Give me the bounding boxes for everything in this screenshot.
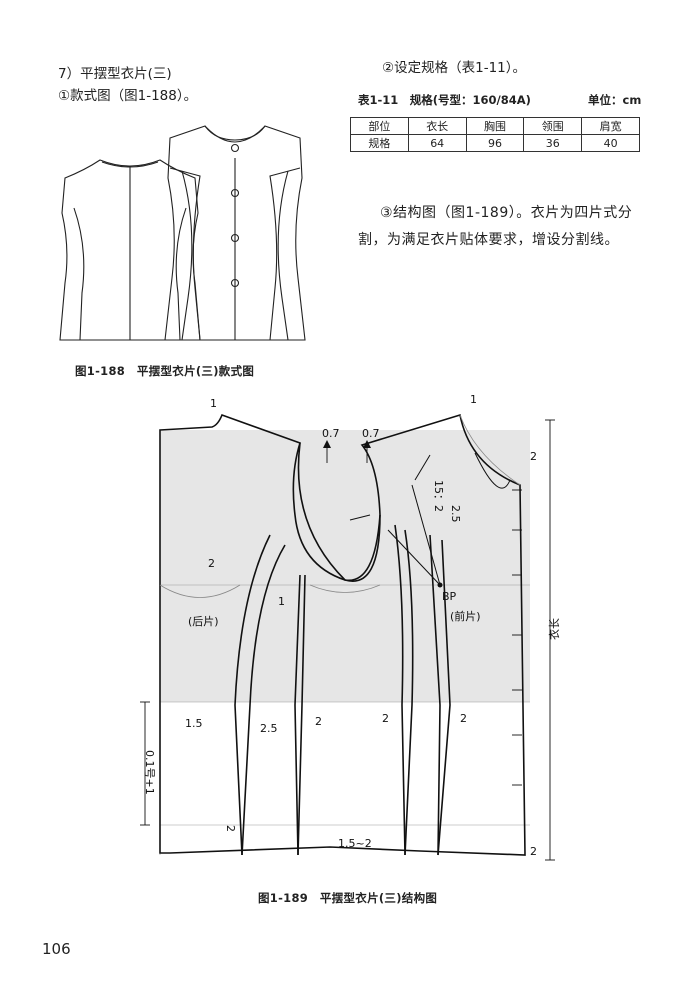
back-piece-label: (后片): [188, 615, 219, 628]
table-header-cell: 胸围: [465, 117, 525, 135]
table-title: 表1-11 规格(号型：160/84A): [358, 93, 531, 107]
arrow-up-icon: [363, 440, 371, 448]
figure-189-caption: 图1-189 平摆型衣片(三)结构图: [258, 891, 438, 905]
back-view-garment: [59, 159, 201, 341]
rise-left-label: 0.7: [322, 427, 340, 440]
page-number: 106: [42, 940, 71, 958]
back-seam-label-1: 1: [278, 595, 285, 608]
table-header-cell: 衣长: [407, 117, 467, 135]
table-cell: 36: [523, 134, 583, 152]
button-icon: [230, 233, 240, 243]
button-icon: [230, 278, 240, 288]
spec-heading: ②设定规格（表1-11）。: [382, 60, 526, 76]
hem-label-1-5-2: 1.5~2: [338, 837, 372, 850]
hip-measure-label: 0.1号+1: [143, 750, 156, 795]
table-row: 规格 64 96 36 40: [350, 134, 640, 152]
hem-label-2a: 2: [315, 715, 322, 728]
front-buttons: [230, 143, 240, 288]
table-unit: 单位：cm: [588, 93, 642, 107]
table-header-cell: 领围: [523, 117, 583, 135]
figure-188-caption: 图1-188 平摆型衣片(三)款式图: [75, 364, 255, 378]
spec-table: 部位 衣长 胸围 领围 肩宽 规格 64 96 36 40: [350, 117, 640, 152]
hem-label-2-5: 2.5: [260, 722, 278, 735]
style-drawing-label: ①款式图（图1-188）。: [58, 88, 198, 104]
table-cell: 96: [465, 134, 525, 152]
hem-label-2d: 2: [224, 825, 237, 832]
length-label: 衣长: [547, 618, 561, 640]
table-cell: 40: [581, 134, 640, 152]
dart-length-label: 2.5: [449, 505, 462, 523]
hem-right-label-2: 2: [530, 845, 537, 858]
reference-block: [160, 430, 530, 702]
hem-label-2b: 2: [382, 712, 389, 725]
hem-label-1-5: 1.5: [185, 717, 203, 730]
front-view-garment: [164, 125, 306, 341]
structure-paragraph: ③结构图（图1-189）。衣片为四片式分割，为满足衣片贴体要求，增设分割线。: [358, 205, 633, 248]
back-seam-label-2: 2: [208, 557, 215, 570]
bp-label: BP: [442, 590, 457, 603]
top-left-label: 1: [210, 397, 217, 410]
dart-ratio-label: 15：2: [432, 480, 445, 512]
table-header-row: 部位 衣长 胸围 领围 肩宽: [350, 117, 640, 135]
button-icon: [230, 143, 240, 153]
section-heading: 7）平摆型衣片(三): [58, 66, 172, 82]
table-header-cell: 部位: [350, 117, 409, 135]
top-right-label: 1: [470, 393, 477, 406]
table-cell: 64: [407, 134, 467, 152]
table-header-cell: 肩宽: [581, 117, 640, 135]
style-drawing: [59, 125, 306, 341]
structure-drawing: (后片) (前片) BP 0.7 0.7 1 1 2 15：2 2.5 2 1 …: [140, 393, 561, 861]
rise-right-label: 0.7: [362, 427, 380, 440]
front-piece-label: (前片): [450, 609, 481, 623]
arrow-up-icon: [323, 440, 331, 448]
bp-point: [437, 582, 443, 588]
table-row-label: 规格: [350, 134, 409, 152]
hem-label-2c: 2: [460, 712, 467, 725]
right-neck-label: 2: [530, 450, 537, 463]
button-icon: [230, 188, 240, 198]
